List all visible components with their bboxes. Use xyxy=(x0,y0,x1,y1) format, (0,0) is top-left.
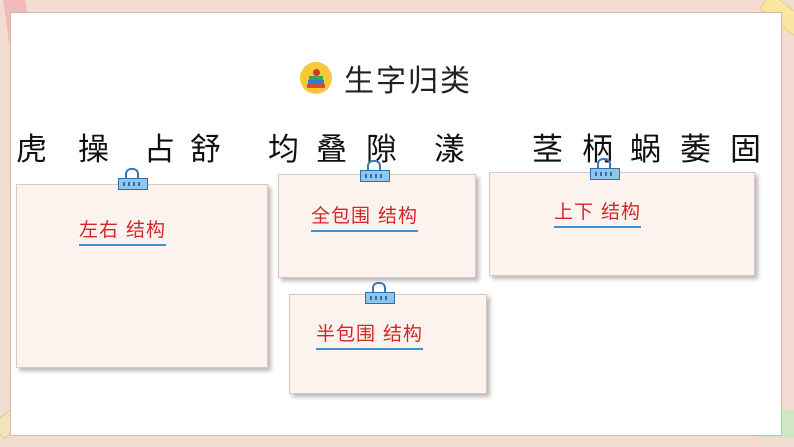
character: 固 xyxy=(730,132,761,168)
character: 舒 xyxy=(190,132,221,168)
card-label: 上下 结构 xyxy=(554,197,642,228)
character: 漾 xyxy=(434,132,465,168)
binder-clip-icon xyxy=(360,160,390,184)
books-apple-icon xyxy=(300,62,332,94)
character: 叠 xyxy=(316,132,347,168)
character: 均 xyxy=(268,132,299,168)
card-full-enclosure-structure[interactable]: 全包围 结构 xyxy=(278,174,476,278)
binder-clip-icon xyxy=(590,158,620,182)
page-title: 生字归类 xyxy=(300,56,472,100)
character: 占 xyxy=(144,132,175,168)
card-label: 左右 结构 xyxy=(79,215,167,246)
title-text: 生字归类 xyxy=(344,64,472,99)
character: 操 xyxy=(78,132,109,168)
card-top-bottom-structure[interactable]: 上下 结构 xyxy=(489,172,755,276)
character: 萎 xyxy=(680,132,711,168)
card-label: 半包围 结构 xyxy=(316,319,424,350)
character: 茎 xyxy=(532,132,563,168)
card-left-right-structure[interactable]: 左右 结构 xyxy=(16,184,268,368)
character-row: 虎 操 占 舒 均 叠 隙 漾 茎 柄 蜗 萎 固 xyxy=(16,124,786,168)
character: 蜗 xyxy=(630,132,661,168)
binder-clip-icon xyxy=(118,168,148,192)
card-label: 全包围 结构 xyxy=(311,201,419,232)
character: 虎 xyxy=(16,132,47,168)
card-half-enclosure-structure[interactable]: 半包围 结构 xyxy=(289,294,487,394)
binder-clip-icon xyxy=(365,282,395,306)
